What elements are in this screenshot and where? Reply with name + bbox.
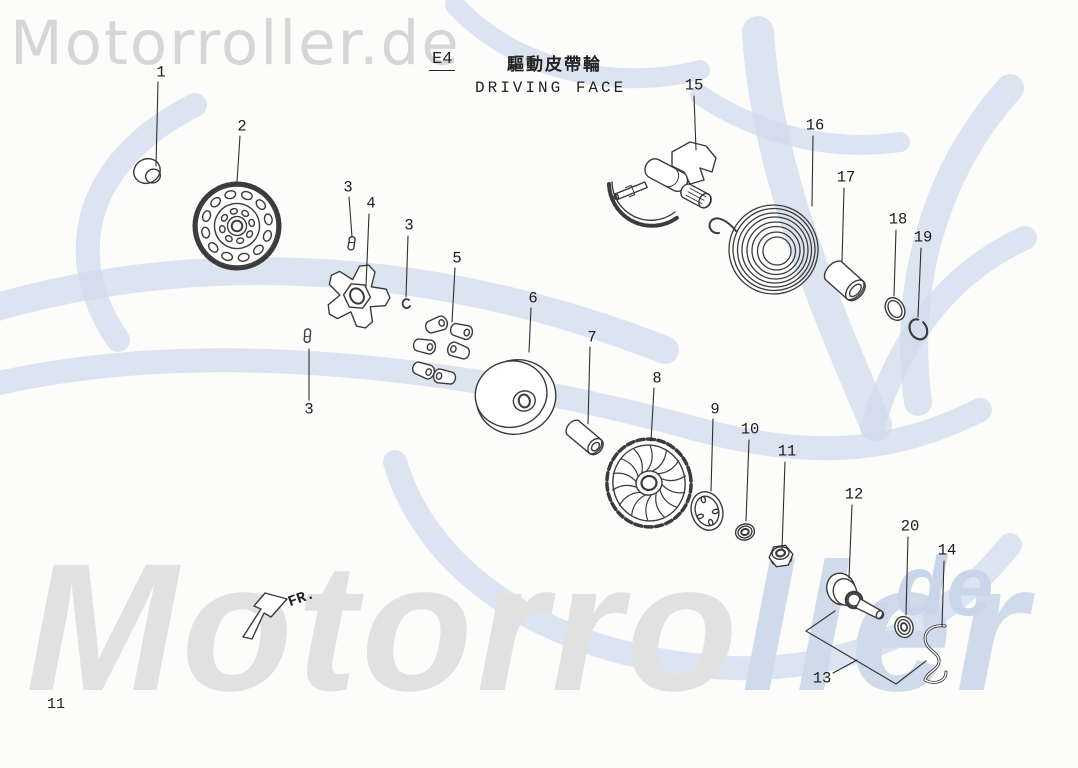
watermark-bottom-gray: Motorro — [26, 525, 742, 729]
part-number-label: 3 — [404, 216, 414, 235]
watermark-bottom: Motorroller — [26, 536, 1031, 718]
part-number-label: 1 — [156, 63, 166, 82]
part-number-label: 13 — [812, 669, 832, 688]
part-number-label: 7 — [587, 328, 597, 347]
part-number-label: 17 — [836, 168, 856, 187]
section-code: E4 — [429, 50, 456, 71]
part-number-label: 3 — [304, 400, 314, 419]
part-2-gear — [187, 176, 288, 277]
part-16-spiral-spring — [710, 205, 818, 294]
part-number-label: 18 — [888, 210, 908, 229]
part-number-label: 19 — [913, 228, 933, 247]
part-8-drive-face-fan — [599, 431, 699, 535]
gear-outer-holes — [195, 184, 280, 269]
part-11-nut — [768, 544, 795, 567]
part-number-label: 10 — [740, 420, 760, 439]
part-12-kick-pinion — [822, 569, 885, 621]
part-5-roller-weights — [411, 314, 474, 385]
part-10-washer — [734, 522, 756, 542]
part-number-label: 14 — [937, 541, 957, 560]
part-20-washer — [893, 615, 916, 640]
part-number-label: 5 — [452, 249, 462, 268]
part-14-spring-clip — [925, 626, 946, 683]
part-number-label: 11 — [777, 442, 797, 461]
part-17-bushing — [821, 258, 869, 305]
title-english: DRIVING FACE — [475, 79, 627, 97]
front-direction-arrow — [243, 593, 287, 639]
title-chinese: 驅動皮帶輪 — [507, 55, 602, 75]
part-number-label: 2 — [237, 117, 247, 136]
part-19-circlip — [906, 316, 931, 342]
part-3-slide-piece — [346, 236, 358, 251]
part-13-reference-lines — [806, 611, 926, 684]
gear-inner-holes — [216, 205, 258, 247]
part-number-label: 4 — [366, 194, 376, 213]
part-number-label: 8 — [652, 369, 662, 388]
part-9-ratchet-plate — [686, 488, 728, 535]
part-4-ramp-plate — [322, 262, 394, 334]
part-number-label: 15 — [684, 76, 704, 95]
watermark-domain: .de — [872, 539, 994, 633]
watermark-bottom-blue: ller — [741, 525, 1031, 729]
part-15-kick-spindle — [609, 142, 716, 226]
part-6-movable-drive-face — [468, 351, 564, 443]
part-number-label: 3 — [343, 178, 353, 197]
part-3-slide-piece — [301, 328, 314, 343]
part-number-label: 12 — [844, 485, 864, 504]
part-number-label: 6 — [528, 289, 538, 308]
part-number-label: 9 — [710, 400, 720, 419]
part-3-slide-piece — [403, 299, 410, 308]
part-number-label: 16 — [805, 116, 825, 135]
page-number: 11 — [47, 696, 66, 713]
leader-lines — [156, 82, 944, 673]
watermark-top: Motorroller.de — [10, 8, 461, 79]
part-number-label: 20 — [900, 517, 920, 536]
part-7-spacer — [563, 417, 606, 457]
part-1-bushing — [129, 154, 164, 188]
part-18-ring — [881, 294, 909, 324]
